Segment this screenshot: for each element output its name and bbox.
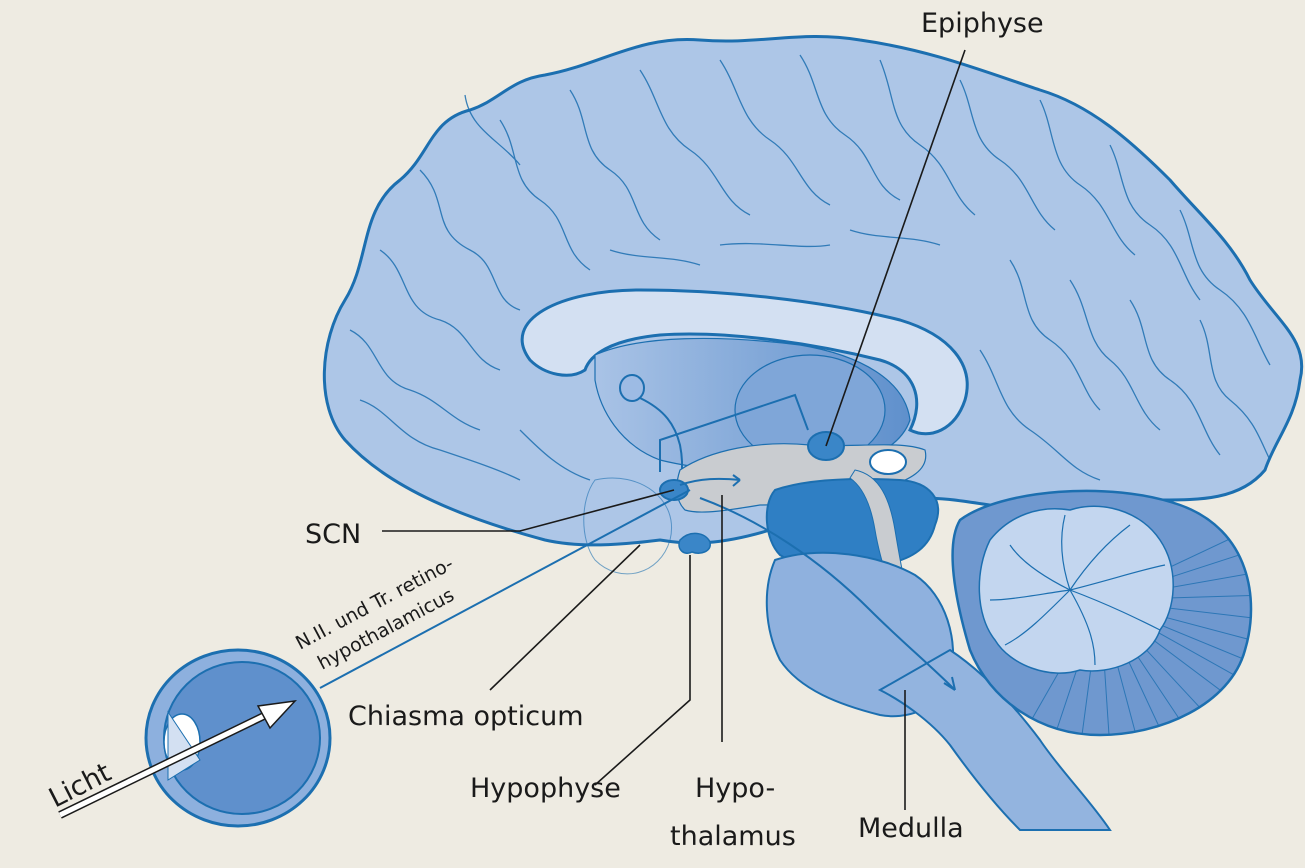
- label-medulla: Medulla: [858, 813, 964, 844]
- label-epiphyse: Epiphyse: [921, 8, 1044, 39]
- leader-chiasma: [490, 545, 640, 690]
- label-hypothalamus-line2: thalamus: [670, 821, 796, 852]
- colliculus: [870, 450, 906, 474]
- eye: [146, 650, 330, 826]
- arbor-vitae: [979, 506, 1173, 673]
- anterior-commissure: [620, 375, 644, 401]
- pituitary: [679, 533, 710, 553]
- label-scn: SCN: [305, 519, 361, 550]
- label-hypophyse: Hypophyse: [470, 773, 621, 804]
- label-chiasma: Chiasma opticum: [348, 701, 584, 732]
- leader-hypophyse: [595, 555, 690, 785]
- label-hypothalamus-line1: Hypo-: [695, 773, 775, 804]
